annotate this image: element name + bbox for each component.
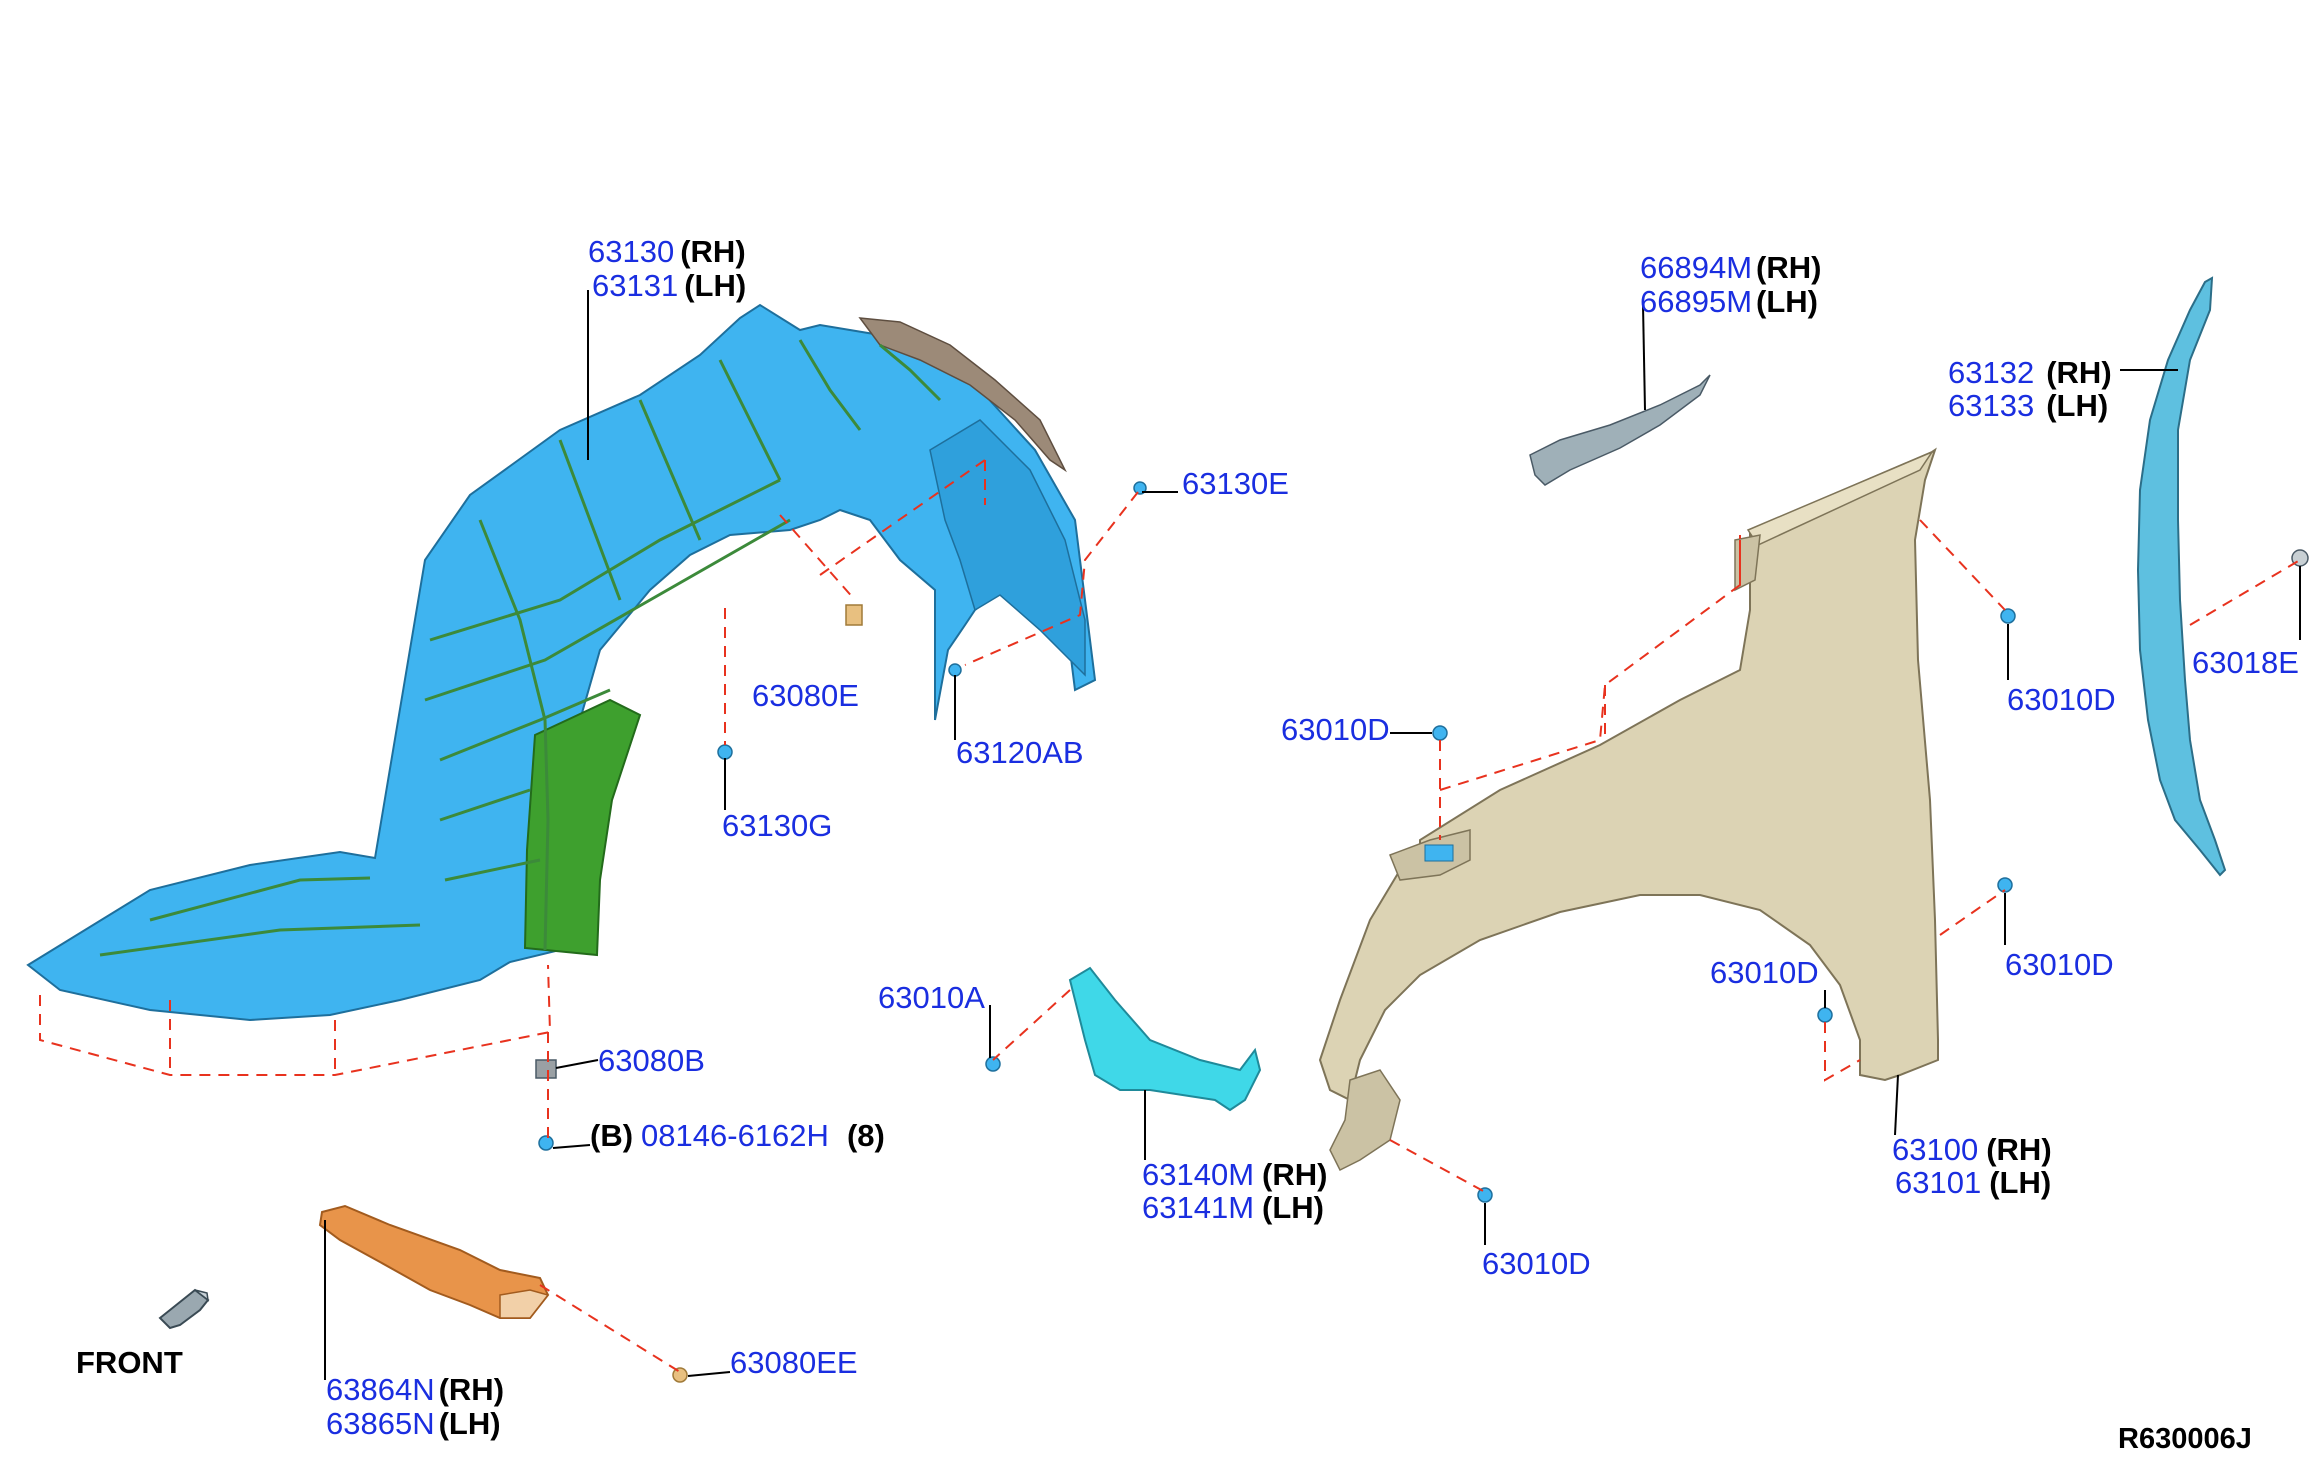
clip-63120AB [948, 663, 962, 677]
callout-63010D-b: 63010D [2007, 682, 2116, 717]
callout-63010D-c: 63010D [2005, 947, 2114, 982]
assembly-lines [39, 459, 2301, 1373]
fender-front-bracket [1329, 1069, 1401, 1172]
fender-protector-inner [929, 419, 1086, 677]
fender-bracket [1068, 966, 1262, 1112]
fender-protector-rear-body [2136, 276, 2227, 877]
fender [1318, 447, 1939, 1172]
clip-63130G [717, 744, 733, 760]
splash-seal-end [499, 1289, 550, 1319]
bolt-63010D-c [1997, 877, 2013, 893]
fender-protector-rear [2136, 276, 2227, 877]
callout-63130: 63130(RH) [588, 234, 746, 269]
front-label: FRONT [76, 1345, 183, 1380]
callout-63010D-a: 63010D [1281, 712, 1390, 747]
callout-63100: 63100(RH) [1892, 1132, 2052, 1167]
callout-63864N: 63864N(RH) [326, 1372, 504, 1407]
callout-63140M: 63140M(RH) [1142, 1157, 1327, 1192]
bolt-08146 [538, 1135, 554, 1151]
clip-63080EE [672, 1367, 688, 1383]
fender-panel [1318, 447, 1939, 1102]
diagram-code: R630006J [2118, 1423, 2252, 1455]
fender-seal-upper [1529, 374, 1711, 486]
bolt-63010D-d [1817, 1007, 1833, 1023]
fender-protector-ribs [99, 339, 942, 957]
callout-63120AB: 63120AB [956, 735, 1084, 770]
fender-mount-tab [1734, 534, 1761, 592]
fender-blue-clip [1424, 844, 1454, 862]
callout-66894M: 66894M(RH) [1640, 250, 1821, 285]
nut-63080E [845, 604, 863, 626]
bolt-63010A [985, 1056, 1001, 1072]
callout-66895M: 66895M(LH) [1640, 284, 1818, 319]
fender-protector [26, 303, 1097, 1022]
bolt-63010D-a [1432, 725, 1448, 741]
callout-63018E: 63018E [2192, 645, 2299, 680]
callout-63141M: 63141M(LH) [1142, 1190, 1324, 1225]
callout-63130E: 63130E [1182, 466, 1289, 501]
callout-63010A: 63010A [878, 980, 985, 1015]
callout-63010D-d: 63010D [1710, 955, 1819, 990]
front-arrow-icon [158, 1288, 210, 1330]
callout-63132: 63132(RH) [1948, 355, 2112, 390]
fender-seal-upper-body [1529, 374, 1711, 486]
callout-63080B: 63080B [598, 1043, 705, 1078]
callout-63080E: 63080E [752, 678, 859, 713]
callout-63131: 63131(LH) [592, 268, 746, 303]
splash-seal [318, 1204, 550, 1319]
nut-63080B [535, 1059, 557, 1079]
callout-labels: 63130(RH) 63131(LH) 63130E 63080E 63120A… [76, 234, 2299, 1455]
leader-lines [324, 290, 2301, 1380]
callout-63865N: 63865N(LH) [326, 1406, 501, 1441]
callout-63101: 63101(LH) [1895, 1165, 2051, 1200]
fender-bracket-body [1068, 966, 1262, 1112]
bolt-63010D-e [1477, 1187, 1493, 1203]
callout-63080EE: 63080EE [730, 1345, 858, 1380]
callout-63133: 63133(LH) [1948, 388, 2108, 423]
fender-protector-brown-edge [858, 317, 1067, 473]
callout-63130G: 63130G [722, 808, 832, 843]
callout-63010D-e: 63010D [1482, 1246, 1591, 1281]
callout-08146: (B)08146-6162H(8) [590, 1118, 885, 1153]
bolt-63010D-b [2000, 608, 2016, 624]
insulator [523, 698, 642, 957]
